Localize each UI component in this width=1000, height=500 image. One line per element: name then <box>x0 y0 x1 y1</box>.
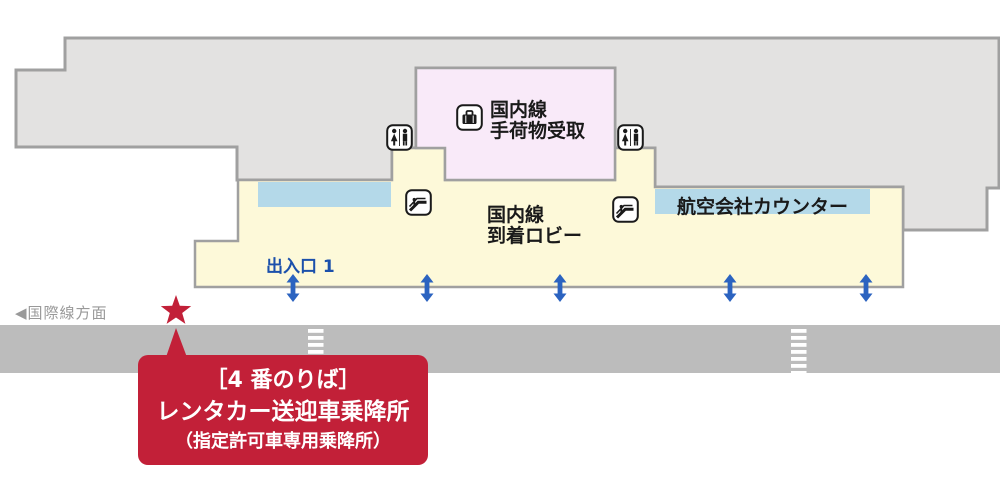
callout-pointer <box>165 328 188 360</box>
entrance-arrow-icon <box>723 274 737 302</box>
callout-subtitle: （指定許可車専用乗降所） <box>175 430 391 452</box>
callout-title: レンタカー送迎車乗降所 <box>156 398 410 425</box>
airline-counter-label: 航空会社カウンター <box>676 196 848 218</box>
restroom-icon <box>386 124 413 151</box>
callout-stop-number: ［4 番のりば］ <box>205 367 361 393</box>
entrance-arrow-icon <box>859 274 873 302</box>
crosswalk-right <box>791 326 807 373</box>
rental-car-callout: ［4 番のりば］ レンタカー送迎車乗降所 （指定許可車専用乗降所） <box>138 355 428 465</box>
international-direction-label: ◀国際線方面 <box>15 304 108 322</box>
arrival-lobby-label: 国内線 到着ロビー <box>487 205 582 247</box>
escalator-icon <box>612 196 639 223</box>
baggage-claim-room <box>414 66 617 182</box>
baggage-claim-label-line1: 国内線 <box>490 99 548 121</box>
arrival-lobby-label-line2: 到着ロビー <box>487 225 583 247</box>
airline-counter-strip <box>655 189 870 214</box>
restroom-icon <box>617 124 644 151</box>
entrance-arrow-icon <box>553 274 567 302</box>
entrance-1-label: 出入口 1 <box>266 257 335 277</box>
counter-strip-left <box>258 182 391 207</box>
escalator-icon <box>405 189 432 216</box>
baggage-claim-label: 国内線 手荷物受取 <box>490 100 585 142</box>
star-marker <box>160 295 192 324</box>
entrance-arrow-icon <box>420 274 434 302</box>
baggage-claim-icon <box>456 104 483 131</box>
arrival-lobby-label-line1: 国内線 <box>487 204 545 226</box>
baggage-claim-label-line2: 手荷物受取 <box>490 120 586 142</box>
entrance-arrow-icon <box>286 274 300 302</box>
